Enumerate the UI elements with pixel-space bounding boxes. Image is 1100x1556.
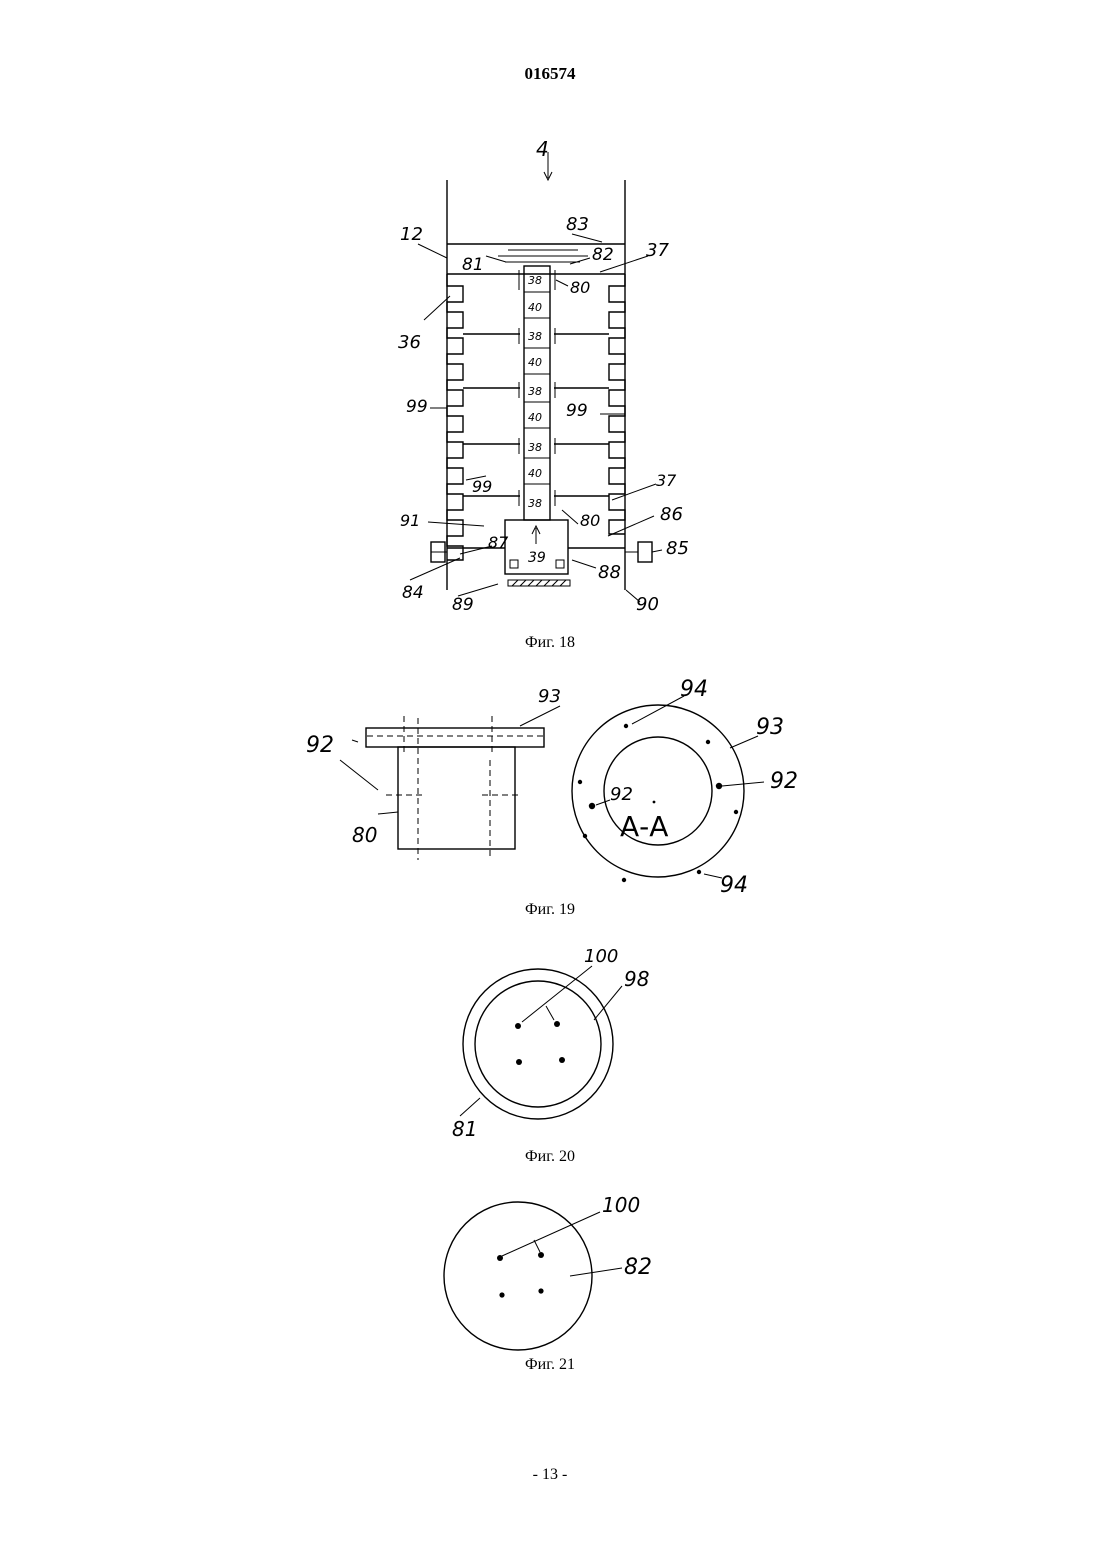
- page-number: - 13 -: [0, 1466, 1100, 1484]
- label-100: 100: [602, 1193, 640, 1217]
- label-82: 82: [624, 1255, 652, 1280]
- figure-21-caption: Фиг. 21: [0, 1356, 1100, 1374]
